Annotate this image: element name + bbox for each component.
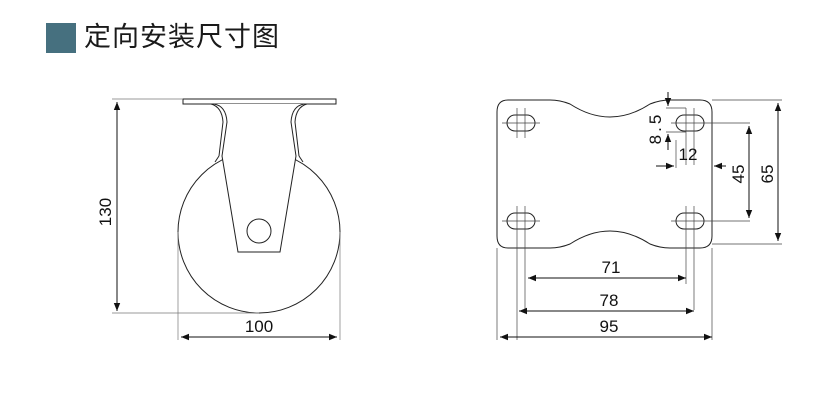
dim-wheel-diameter-label: 100 bbox=[245, 317, 273, 336]
top-plate bbox=[182, 98, 337, 105]
dim-65-label: 65 bbox=[758, 165, 777, 184]
dim-8-5-label: 8.5 bbox=[646, 112, 665, 145]
section-header: 定向安装尺寸图 bbox=[46, 22, 280, 54]
axle-hole bbox=[246, 218, 272, 244]
page-title: 定向安装尺寸图 bbox=[84, 22, 280, 53]
dim-78-label: 78 bbox=[600, 291, 619, 310]
side-view-drawing bbox=[112, 98, 341, 341]
fork-left-leg bbox=[213, 103, 305, 253]
plate-view-drawing bbox=[496, 92, 782, 341]
dim-45-label: 45 bbox=[729, 165, 748, 184]
dim-95-label: 95 bbox=[600, 317, 619, 336]
dim-height-label: 130 bbox=[96, 198, 115, 226]
header-accent-square bbox=[46, 23, 76, 53]
plate-outline bbox=[496, 99, 713, 249]
dim-12-label: 12 bbox=[679, 145, 698, 164]
dim-71-label: 71 bbox=[602, 258, 621, 277]
